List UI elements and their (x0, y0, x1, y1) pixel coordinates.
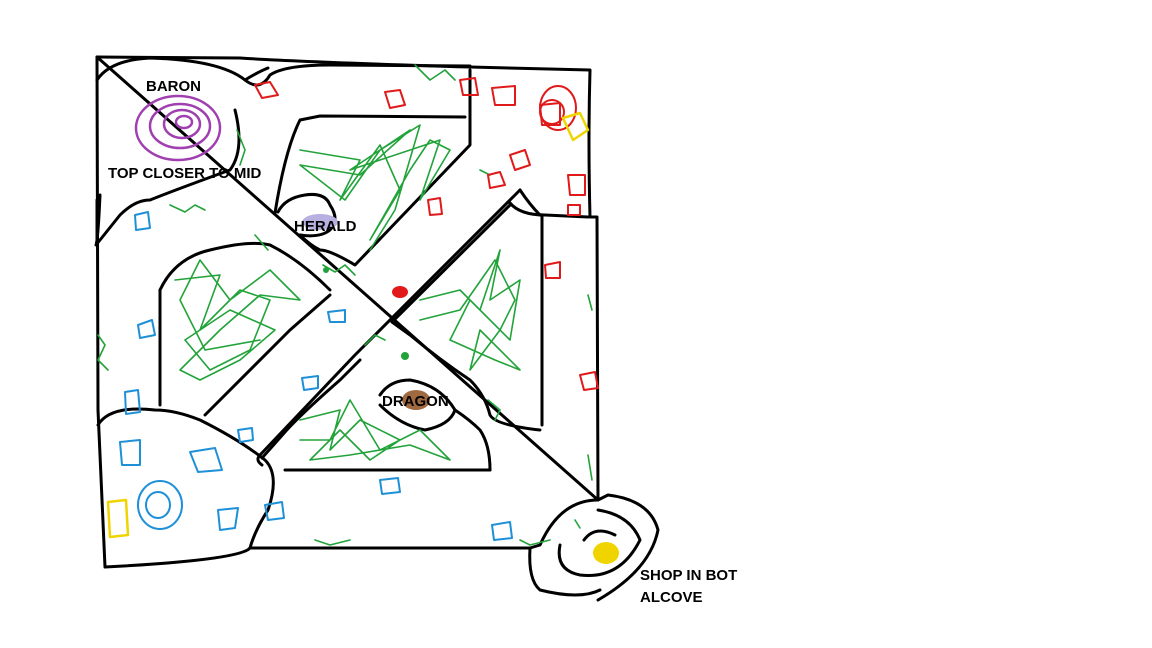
baron-icon (134, 94, 222, 162)
dragon-label: DRAGON (382, 393, 449, 410)
shop-yellow-dot (593, 542, 619, 564)
jungle-dot (401, 352, 409, 360)
herald-label: HERALD (294, 218, 357, 235)
jungle-walls (96, 68, 590, 550)
red-jungle-dot (392, 286, 408, 298)
jungle-dot-2 (323, 267, 329, 273)
top-closer-label: TOP CLOSER TO MID (108, 165, 262, 182)
blue-team-markers (119, 211, 513, 541)
map-outline (95, 55, 660, 602)
shop-label-line1: SHOP IN BOT (640, 567, 738, 584)
jungle-scribbles (97, 64, 593, 546)
shop-label-line2: ALCOVE (640, 589, 703, 606)
herald-icon (302, 214, 338, 230)
baron-label: BARON (146, 78, 201, 95)
baron-pit (94, 56, 472, 247)
red-team-markers (254, 77, 599, 391)
dragon-icon (402, 390, 430, 410)
yellow-markers (106, 111, 590, 539)
